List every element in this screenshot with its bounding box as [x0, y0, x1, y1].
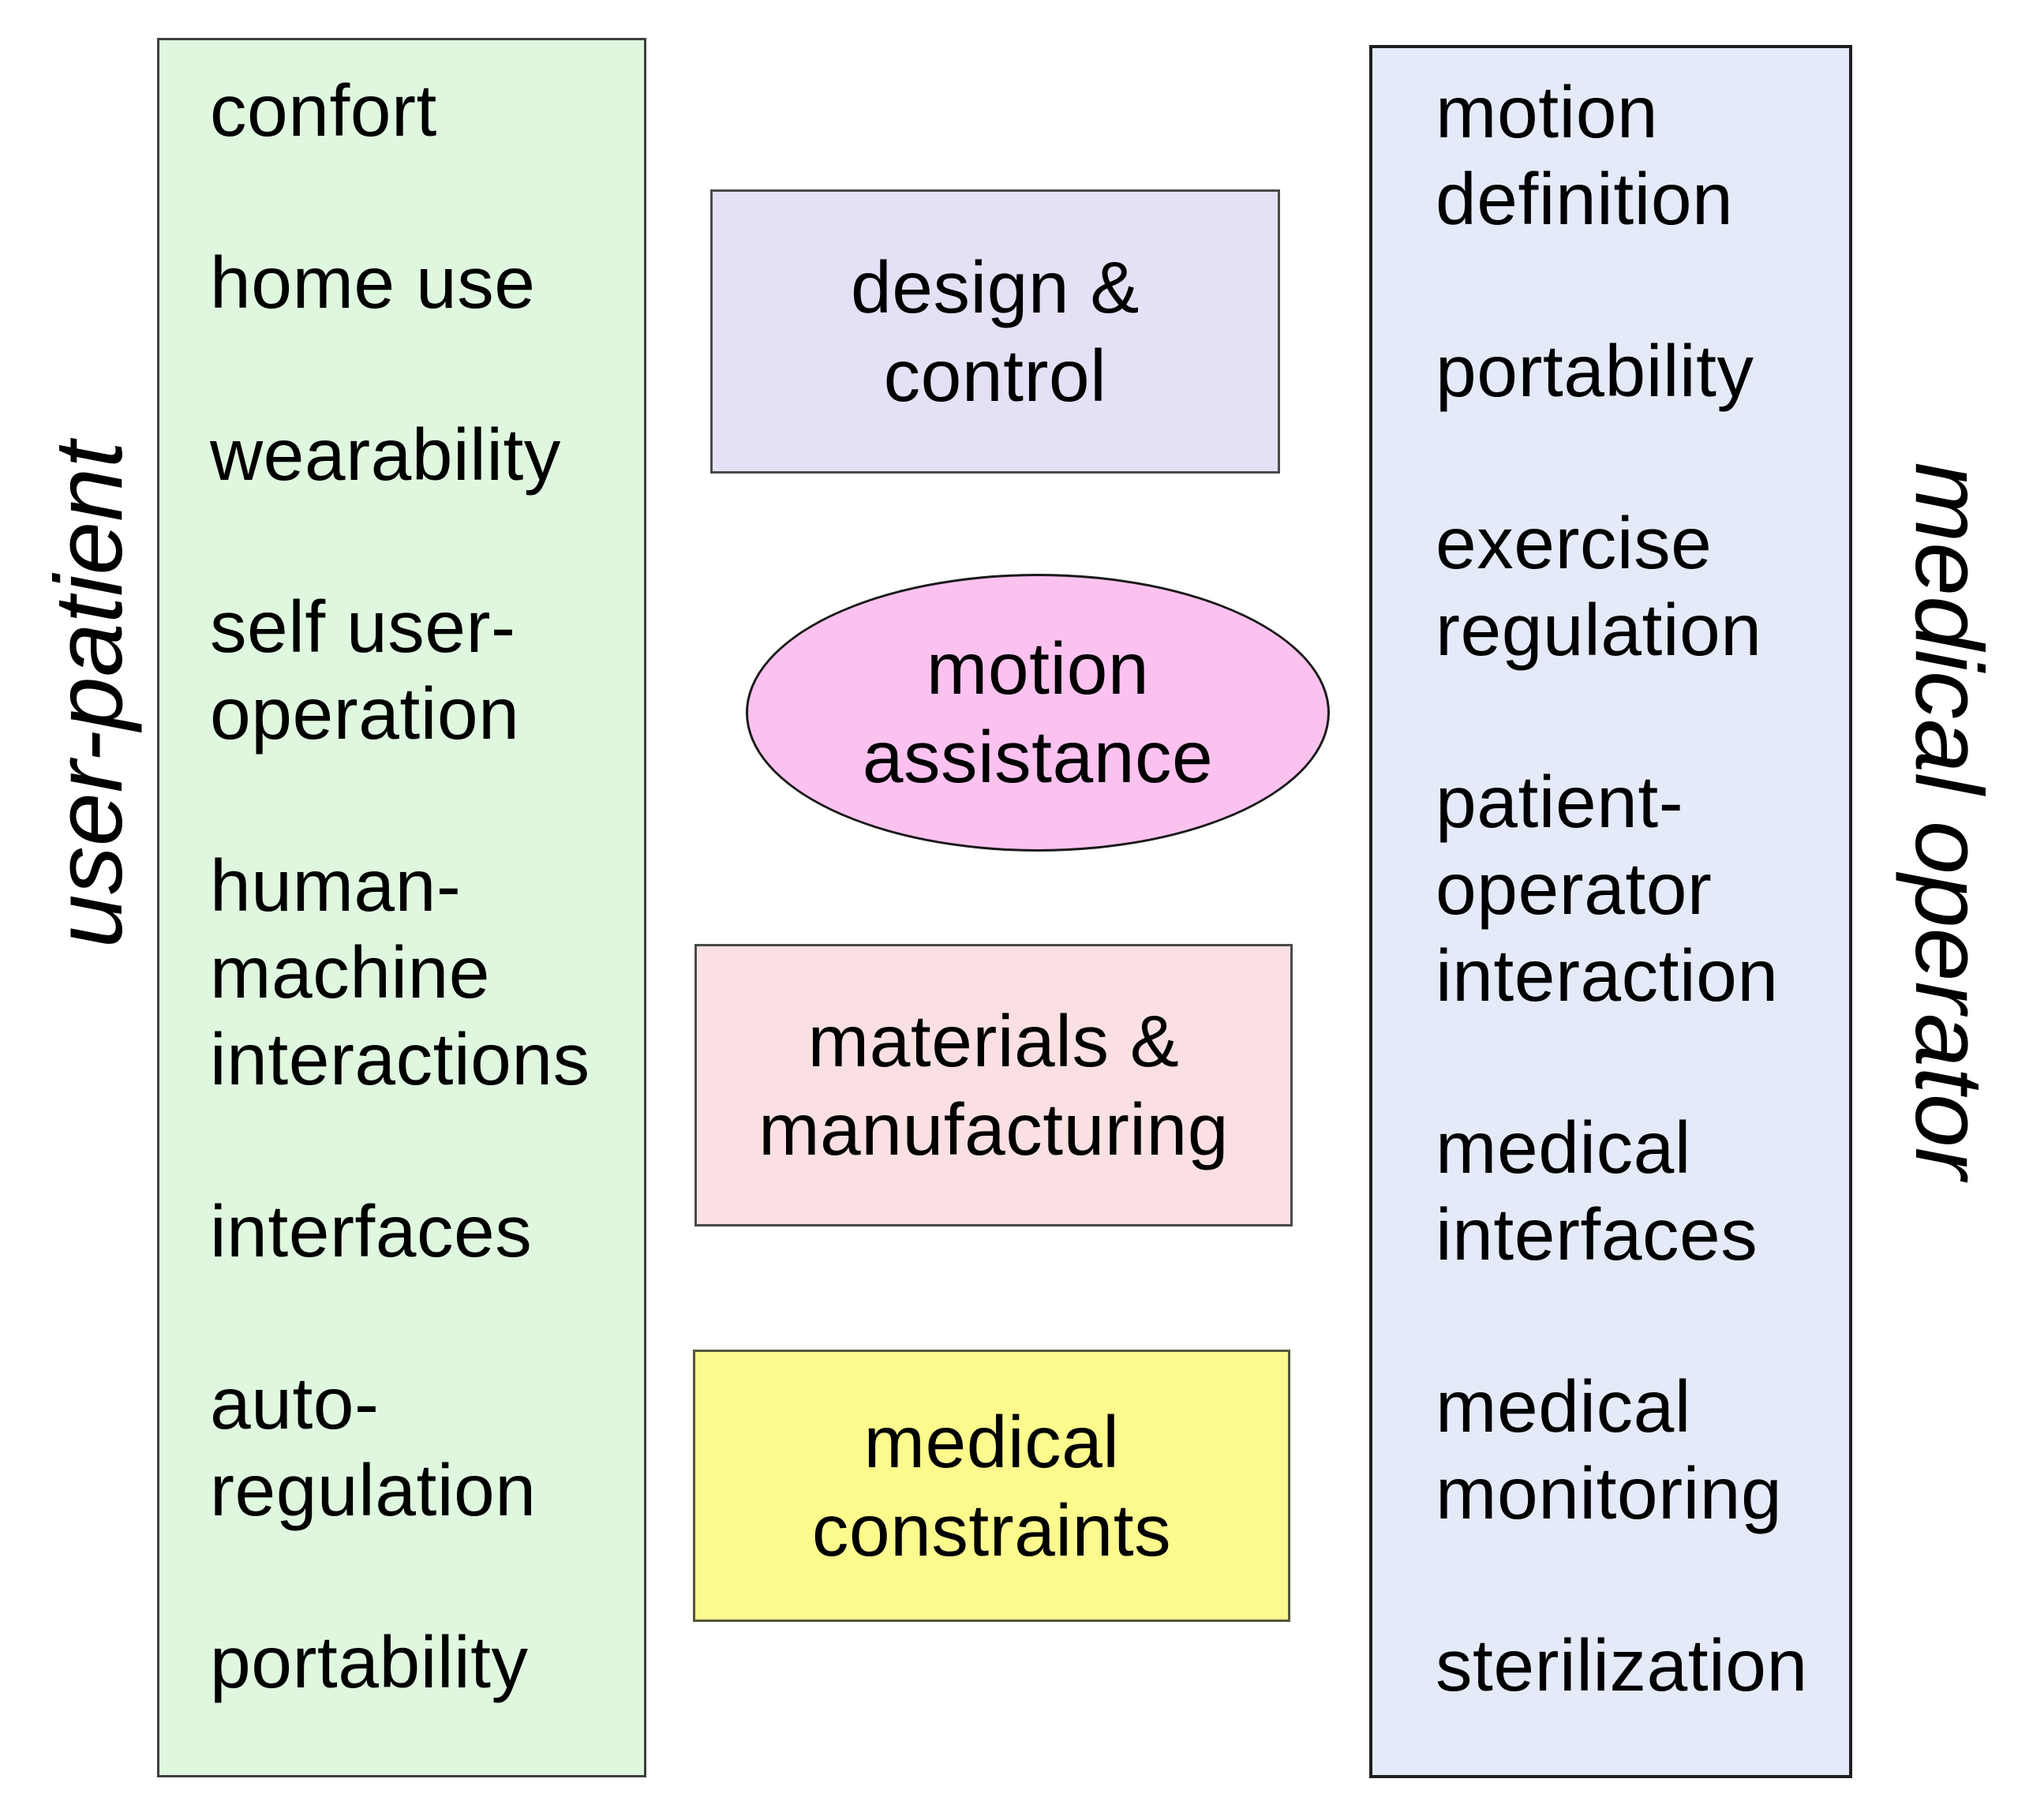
medical-operator-vertical-label: medical operator — [1896, 462, 2003, 1180]
user-patient-requirement: portability — [210, 1621, 529, 1703]
user-patient-requirement: auto- regulation — [210, 1362, 537, 1531]
user-patient-requirement: human- machine interactions — [210, 844, 590, 1100]
medical-operator-requirement: patient- operator interaction — [1436, 761, 1779, 1017]
medical-operator-requirement: sterilization — [1436, 1624, 1808, 1706]
medical-operator-requirement: portability — [1436, 330, 1754, 412]
materials-and-manufacturing-box: materials & manufacturing — [694, 944, 1293, 1226]
medical-operator-requirement: medical interfaces — [1436, 1107, 1758, 1275]
user-patient-requirement: self user- operation — [210, 586, 520, 755]
user-patient-vertical-label: user-patient — [35, 440, 142, 949]
motion-assistance-ellipse: motion assistance — [746, 574, 1330, 852]
user-patient-requirement: wearability — [210, 414, 561, 496]
user-patient-requirements-box: confort home use wearability self user- ope… — [157, 38, 646, 1777]
medical-operator-requirements-box: motion definition portability exercise reg… — [1369, 45, 1852, 1778]
medical-operator-requirement: medical monitoring — [1436, 1365, 1783, 1534]
user-patient-requirement: home use — [210, 242, 536, 324]
user-patient-requirement: confort — [210, 69, 437, 152]
user-patient-requirement: interfaces — [210, 1190, 533, 1272]
medical-operator-requirement: motion definition — [1436, 71, 1734, 240]
design-and-control-box: design & control — [710, 189, 1280, 474]
medical-constraints-box: medical constraints — [693, 1350, 1290, 1622]
medical-operator-requirement: exercise regulation — [1436, 502, 1762, 671]
